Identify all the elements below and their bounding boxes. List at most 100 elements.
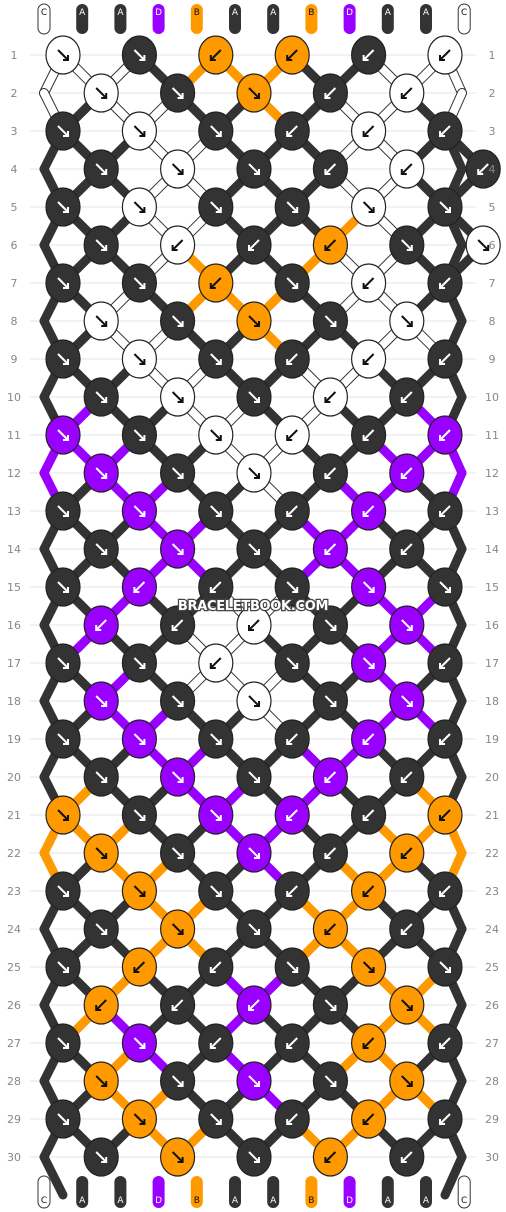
strand-bottom-letter: C bbox=[461, 1196, 467, 1206]
arrow-head-icon bbox=[101, 473, 108, 479]
arrow-head-icon bbox=[209, 1043, 216, 1049]
arrow-down-left-icon bbox=[439, 885, 451, 897]
arrow-down-right-icon bbox=[133, 1037, 146, 1049]
arrow-head-icon bbox=[286, 891, 293, 897]
row-number-right: 17 bbox=[485, 657, 499, 670]
arrow-head-icon bbox=[286, 1119, 293, 1125]
arrow-head-icon bbox=[171, 1005, 178, 1011]
arrow-head-icon bbox=[406, 701, 413, 707]
arrow-head-icon bbox=[286, 815, 293, 821]
arrow-head-icon bbox=[400, 777, 407, 783]
arrow-head-icon bbox=[439, 1119, 445, 1125]
arrow-head-icon bbox=[209, 283, 216, 289]
arrow-down-right-icon bbox=[57, 657, 69, 669]
arrow-down-right-icon bbox=[57, 1113, 69, 1125]
arrow-head-icon bbox=[177, 321, 184, 327]
arrow-head-icon bbox=[139, 815, 146, 821]
arrow-down-right-icon bbox=[477, 239, 489, 251]
strand-top-tail bbox=[305, 4, 318, 34]
row-number-right: 11 bbox=[485, 429, 499, 442]
arrow-head-icon bbox=[254, 397, 260, 403]
row-number-left: 10 bbox=[7, 391, 21, 404]
arrow-head-icon bbox=[400, 397, 407, 403]
arrow-down-left-icon bbox=[401, 467, 413, 479]
arrow-head-icon bbox=[101, 169, 108, 175]
arrow-head-icon bbox=[101, 93, 108, 99]
arrow-down-left-icon bbox=[286, 429, 298, 441]
arrow-head-icon bbox=[292, 967, 299, 973]
arrow-down-right-icon bbox=[57, 353, 69, 365]
row-number-left: 6 bbox=[11, 239, 18, 252]
row-number-left: 9 bbox=[11, 353, 18, 366]
arrow-head-icon bbox=[177, 549, 184, 555]
arrow-down-left-icon bbox=[210, 1037, 222, 1049]
arrow-head-icon bbox=[439, 435, 445, 441]
arrow-down-left-icon bbox=[324, 239, 337, 251]
arrow-down-right-icon bbox=[133, 885, 146, 897]
arrow-head-icon bbox=[63, 435, 69, 441]
strand-top-tail bbox=[381, 4, 394, 34]
strand-bottom-letter: B bbox=[194, 1196, 200, 1206]
arrow-head-icon bbox=[209, 967, 216, 973]
arrow-head-icon bbox=[215, 359, 222, 365]
arrow-down-right-icon bbox=[57, 125, 69, 137]
arrow-down-right-icon bbox=[133, 49, 146, 61]
arrow-down-right-icon bbox=[95, 1151, 107, 1163]
arrow-down-left-icon bbox=[439, 353, 451, 365]
strand-top-tail bbox=[267, 4, 280, 34]
arrow-head-icon bbox=[101, 549, 108, 555]
arrow-down-left-icon bbox=[248, 239, 260, 251]
strand-top-letter: B bbox=[194, 8, 200, 18]
arrow-head-icon bbox=[362, 283, 369, 289]
row-number-left: 3 bbox=[11, 125, 18, 138]
arrow-down-left-icon bbox=[286, 125, 298, 137]
row-number-left: 12 bbox=[7, 467, 21, 480]
arrow-head-icon bbox=[215, 207, 222, 213]
strand-bottom-tail bbox=[152, 1176, 165, 1208]
arrow-head-icon bbox=[477, 169, 484, 175]
arrow-head-icon bbox=[439, 131, 445, 137]
arrow-head-icon bbox=[286, 1043, 293, 1049]
arrow-head-icon bbox=[439, 739, 445, 745]
strand-bottom-letter: D bbox=[155, 1196, 162, 1206]
arrow-head-icon bbox=[63, 359, 69, 365]
arrow-down-right-icon bbox=[95, 391, 107, 403]
arrow-head-icon bbox=[362, 739, 369, 745]
arrow-head-icon bbox=[63, 891, 69, 897]
row-number-right: 28 bbox=[485, 1075, 499, 1088]
knot-grid bbox=[45, 35, 501, 1177]
arrow-down-right-icon bbox=[324, 999, 337, 1011]
arrow-head-icon bbox=[362, 815, 369, 821]
arrow-down-right-icon bbox=[95, 315, 107, 327]
row-number-right: 27 bbox=[485, 1037, 499, 1050]
arrow-head-icon bbox=[177, 169, 184, 175]
row-number-right: 5 bbox=[489, 201, 496, 214]
arrow-down-left-icon bbox=[210, 657, 222, 669]
arrow-down-right-icon bbox=[95, 543, 107, 555]
arrow-down-right-icon bbox=[133, 1113, 146, 1125]
arrow-down-right-icon bbox=[95, 239, 107, 251]
strand-bottom-tail bbox=[229, 1176, 241, 1208]
arrow-head-icon bbox=[400, 929, 407, 935]
arrow-head-icon bbox=[324, 169, 331, 175]
arrow-head-icon bbox=[171, 625, 178, 631]
arrow-head-icon bbox=[101, 853, 108, 859]
arrow-down-right-icon bbox=[248, 467, 260, 479]
arrow-down-left-icon bbox=[286, 809, 298, 821]
arrow-head-icon bbox=[286, 55, 293, 61]
row-number-left: 21 bbox=[7, 809, 21, 822]
arrow-down-left-icon bbox=[362, 505, 375, 517]
strand-top-tail bbox=[229, 4, 241, 34]
arrow-head-icon bbox=[139, 1043, 146, 1049]
arrow-head-icon bbox=[95, 625, 102, 631]
row-number-right: 26 bbox=[485, 999, 499, 1012]
arrow-head-icon bbox=[439, 1043, 445, 1049]
row-number-left: 2 bbox=[11, 87, 18, 100]
arrow-down-left-icon bbox=[439, 1037, 451, 1049]
arrow-down-left-icon bbox=[362, 809, 375, 821]
strand-top-tail bbox=[37, 3, 51, 35]
arrow-down-left-icon bbox=[286, 1037, 298, 1049]
strand-top-letter: C bbox=[41, 8, 47, 18]
arrow-down-right-icon bbox=[248, 543, 260, 555]
